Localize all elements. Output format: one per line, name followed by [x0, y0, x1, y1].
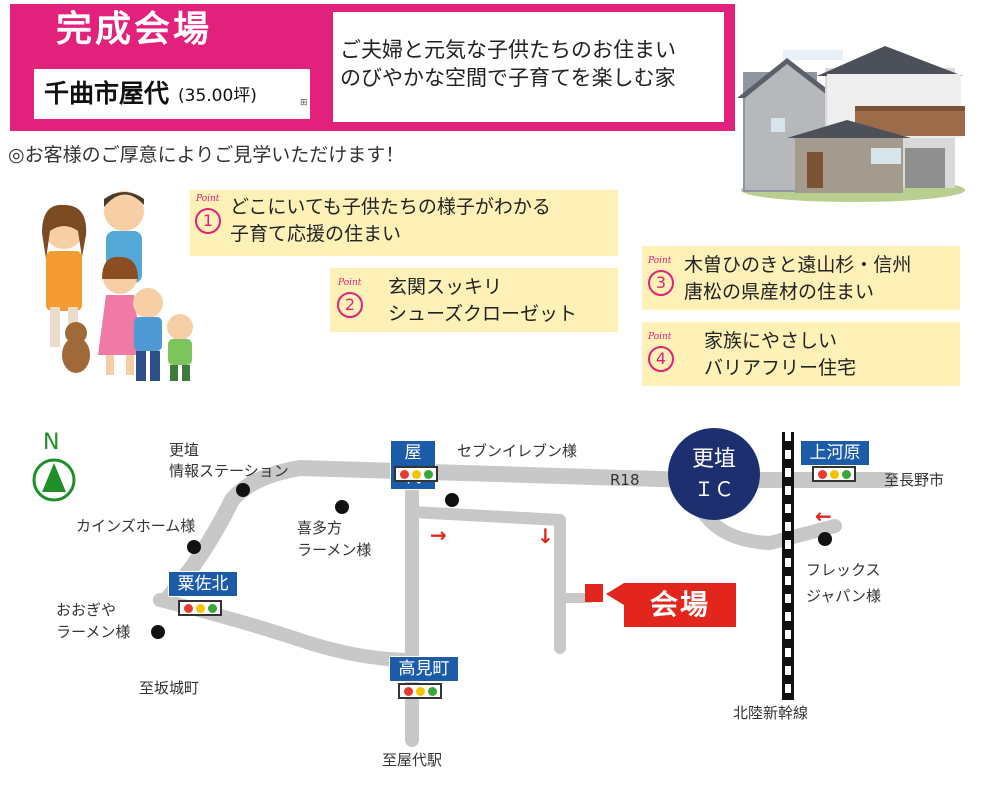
landmark-dot-okigaya: [151, 625, 165, 639]
landmark-dot-koshoku-info: [236, 483, 250, 497]
place-label-kitakata: 喜多方: [297, 519, 343, 537]
intersection-sign-kamigawara: 上河原: [800, 440, 870, 466]
point-number: 2: [337, 292, 363, 318]
place-label-shinkansen: 北陸新幹線: [733, 704, 809, 722]
intersection-sign-awasakita: 粟佐北: [168, 571, 238, 597]
shinkansen-railway: [782, 432, 794, 700]
point-text: 木曽ひのきと遠山杉・信州: [684, 254, 912, 276]
place-label-cainz: カインズホーム様: [76, 517, 196, 535]
point-text: シューズクローゼット: [388, 303, 578, 325]
house-illustration: [737, 46, 965, 202]
address-mark: ⊞: [300, 98, 308, 108]
traffic-signal-icon: [394, 466, 438, 482]
address-box: [34, 69, 310, 119]
catchphrase-line: のびやかな空間で子育てを楽しむ家: [340, 66, 676, 90]
point-number: 1: [195, 208, 221, 234]
landmark-dot-flex: [818, 532, 832, 546]
landmark-dot-seven: [445, 493, 459, 507]
place-label-flex: ジャパン様: [806, 587, 882, 605]
arrow-right-icon: →: [430, 523, 447, 547]
family-illustration: [42, 191, 193, 381]
venue-marker: [585, 584, 603, 602]
north-label: N: [43, 430, 60, 455]
point-text: 家族にやさしい: [704, 330, 838, 352]
point-tag: Point: [648, 256, 672, 266]
catchphrase-line: ご夫婦と元気な子供たちのお住まい: [340, 38, 676, 62]
point-number: 4: [648, 346, 674, 372]
address-area: (35.00坪): [178, 86, 257, 106]
traffic-signal-icon: [398, 683, 442, 699]
point-tag: Point: [196, 194, 220, 204]
point-card-4: Point 4 家族にやさしい バリアフリー住宅: [642, 322, 960, 386]
route-label: R18: [610, 471, 640, 489]
place-label-to-sakaki: 至坂城町: [139, 679, 200, 697]
page-title: 完成会場: [56, 9, 213, 50]
ic-circle: [668, 428, 760, 520]
arrow-down-icon: ↓: [537, 524, 554, 548]
point-text: どこにいても子供たちの様子がわかる: [230, 196, 551, 218]
place-label-to-yashiro-station: 至屋代駅: [382, 751, 443, 769]
place-label-kitakata: ラーメン様: [297, 541, 372, 559]
point-tag: Point: [338, 278, 362, 288]
intersection-sign-yashiro: 屋代: [390, 440, 436, 490]
point-card-2: Point 2 玄関スッキリ シューズクローゼット: [330, 268, 618, 332]
point-number: 3: [648, 270, 674, 296]
catchphrase-box: ご夫婦と元気な子供たちのお住まい のびやかな空間で子育てを楽しむ家: [333, 12, 724, 122]
point-card-3: Point 3 木曽ひのきと遠山杉・信州 唐松の県産材の住まい: [642, 246, 960, 310]
place-label-koshoku: 更埴: [169, 441, 200, 459]
place-label-koshoku: 情報ステーション: [169, 462, 289, 480]
intersection-sign-takamimachi: 高見町: [389, 656, 459, 682]
place-label-seven: セブンイレブン様: [457, 442, 578, 460]
point-tag: Point: [648, 332, 672, 342]
place-label-flex: フレックス: [806, 561, 881, 579]
venue-pointer-icon: [606, 583, 624, 605]
traffic-signal-icon: [178, 600, 222, 616]
arrow-left-icon: ←: [815, 504, 832, 528]
traffic-signal-icon: [812, 466, 856, 482]
point-text: 唐松の県産材の住まい: [684, 281, 875, 303]
place-label-okigaya: おおぎや: [56, 601, 117, 619]
landmark-dot-kitakata: [335, 500, 349, 514]
venue-label: 会場: [624, 583, 736, 627]
landmark-dot-cainz: [187, 540, 201, 554]
place-label-to-nagano: 至長野市: [884, 471, 945, 489]
point-text: バリアフリー住宅: [704, 357, 857, 379]
point-card-1: Point 1 どこにいても子供たちの様子がわかる 子育て応援の住まい: [190, 190, 618, 256]
ic-label: 更埴: [691, 447, 736, 472]
ic-label: ＩＣ: [694, 477, 734, 501]
point-text: 玄関スッキリ: [388, 276, 503, 298]
address-name: 千曲市屋代: [44, 79, 170, 108]
visitor-notice: ◎お客様のご厚意によりご見学いただけます！: [8, 144, 405, 166]
point-text: 子育て応援の住まい: [230, 223, 402, 245]
north-compass-icon: [32, 458, 76, 502]
place-label-okigaya: ラーメン様: [56, 623, 131, 641]
